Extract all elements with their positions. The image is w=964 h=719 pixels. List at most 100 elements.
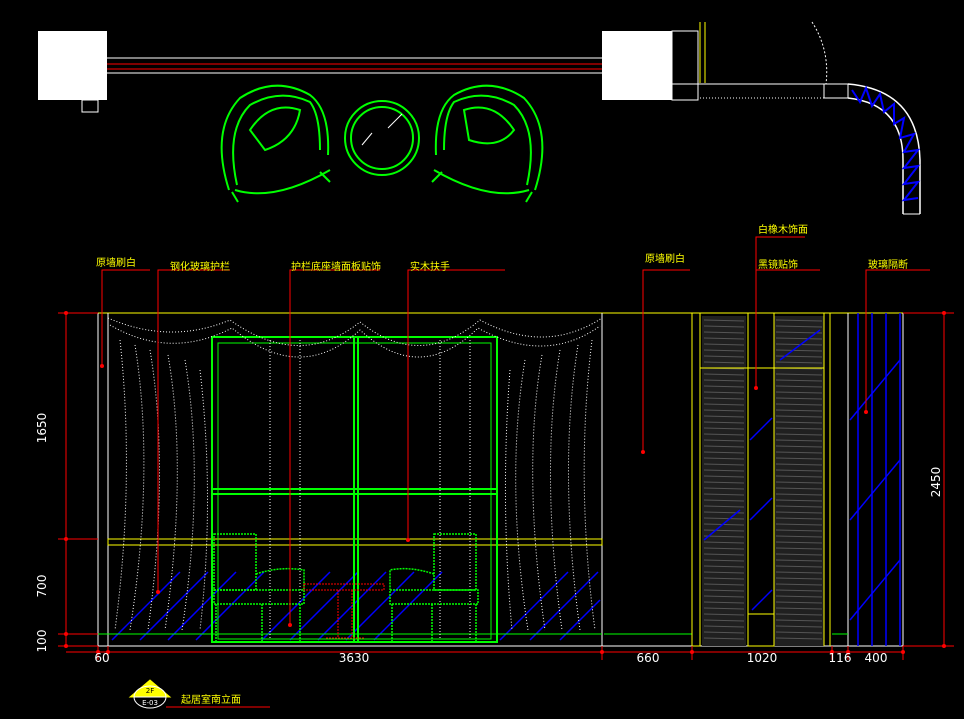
plan-curved-partition-outer [847, 83, 921, 214]
glass-partition-lines [849, 313, 901, 646]
oak-grain-line [775, 421, 823, 424]
oak-grain-line [703, 505, 745, 508]
oak-grain-line [703, 361, 745, 364]
dim-700: 700 [35, 575, 49, 598]
oak-grain-line [703, 415, 745, 418]
oak-grain-line [703, 613, 745, 616]
glass-rail-hatch [111, 571, 601, 641]
plan-wall-right-jamb [671, 30, 699, 101]
oak-grain-line [775, 505, 823, 508]
oak-grain-line [775, 325, 823, 328]
oak-grain-line [775, 625, 823, 628]
oak-grain-line [775, 343, 823, 346]
plan-partition-hatch [851, 85, 921, 202]
oak-grain-line [775, 541, 823, 544]
oak-grain-line [703, 547, 745, 550]
oak-grain-line [775, 583, 823, 586]
oak-grain-line [703, 493, 745, 496]
oak-grain-line [703, 487, 745, 490]
dim-2450: 2450 [929, 467, 943, 498]
oak-grain-line [775, 601, 823, 604]
leader-lines [100, 236, 930, 627]
oak-grain-line [703, 331, 745, 334]
oak-grain-line [775, 553, 823, 556]
oak-grain-line [775, 481, 823, 484]
oak-grain-line [775, 565, 823, 568]
oak-grain-line [703, 637, 745, 640]
oak-grain-line [775, 589, 823, 592]
oak-grain-line [775, 337, 823, 340]
oak-grain-line [775, 391, 823, 394]
oak-grain-line [703, 403, 745, 406]
oak-grain-line [775, 397, 823, 400]
oak-grain-line [775, 631, 823, 634]
dim-1650: 1650 [35, 413, 49, 444]
dimension-ticks [64, 311, 946, 654]
oak-grain-line [775, 349, 823, 352]
oak-grain-line [775, 511, 823, 514]
oak-grain-line [775, 637, 823, 640]
oak-grain-line [703, 325, 745, 328]
window-frame [211, 336, 498, 643]
oak-grain-line [775, 487, 823, 490]
oak-grain-line [775, 331, 823, 334]
oak-grain-line [703, 373, 745, 376]
oak-grain-line [775, 409, 823, 412]
dim-100: 100 [35, 630, 49, 653]
oak-grain-line [703, 583, 745, 586]
mirror-bottom-band [747, 613, 775, 647]
oak-grain-line [775, 475, 823, 478]
oak-grain-line [775, 439, 823, 442]
oak-grain-line [775, 571, 823, 574]
oak-grain-line [703, 481, 745, 484]
label-wall-white-right: 原墙刷白 [645, 252, 685, 265]
oak-grain-line [775, 529, 823, 532]
oak-grain-line [703, 445, 745, 448]
oak-grain-line [775, 517, 823, 520]
oak-grain-line [703, 589, 745, 592]
oak-grain-line [775, 457, 823, 460]
dim-116: 116 [829, 651, 852, 665]
oak-grain-line [775, 385, 823, 388]
oak-grain-line [775, 577, 823, 580]
plan-wall-left [38, 31, 107, 100]
oak-grain-line [703, 349, 745, 352]
oak-grain-line [703, 601, 745, 604]
oak-grain-line [775, 379, 823, 382]
oak-grain-line [775, 523, 823, 526]
drawing-tag-floor: 2F [146, 687, 154, 695]
oak-grain-line [703, 469, 745, 472]
oak-grain-line [703, 619, 745, 622]
oak-grain-line [703, 337, 745, 340]
oak-grain-line [703, 625, 745, 628]
table-elevation [303, 583, 385, 639]
oak-grain-line [703, 553, 745, 556]
oak-grain-line [775, 499, 823, 502]
oak-grain-line [703, 631, 745, 634]
plan-view [38, 21, 921, 215]
oak-grain-line [703, 379, 745, 382]
oak-grain-line [775, 607, 823, 610]
dim-400: 400 [865, 651, 888, 665]
oak-grain-line [703, 559, 745, 562]
oak-grain-line [703, 523, 745, 526]
oak-grain-line [775, 415, 823, 418]
oak-grain-line [775, 403, 823, 406]
oak-grain-line [775, 595, 823, 598]
oak-grain-line [703, 397, 745, 400]
mirror-hatch [703, 329, 821, 611]
oak-grain-line [775, 535, 823, 538]
label-rail-finish: 护栏底座墙面板贴饰 [291, 260, 381, 273]
plan-wall-right [602, 31, 672, 100]
plan-armchair-left [220, 84, 331, 203]
oak-grain-line [703, 391, 745, 394]
oak-grain-line [775, 433, 823, 436]
oak-grain-line [775, 373, 823, 376]
label-black-mirror: 黑镜贴饰 [758, 258, 798, 271]
oak-grain-line [775, 613, 823, 616]
oak-grain-line [703, 457, 745, 460]
oak-grain-line [703, 409, 745, 412]
chair-elevation-right [389, 533, 479, 642]
chair-elevation-left [213, 533, 305, 642]
